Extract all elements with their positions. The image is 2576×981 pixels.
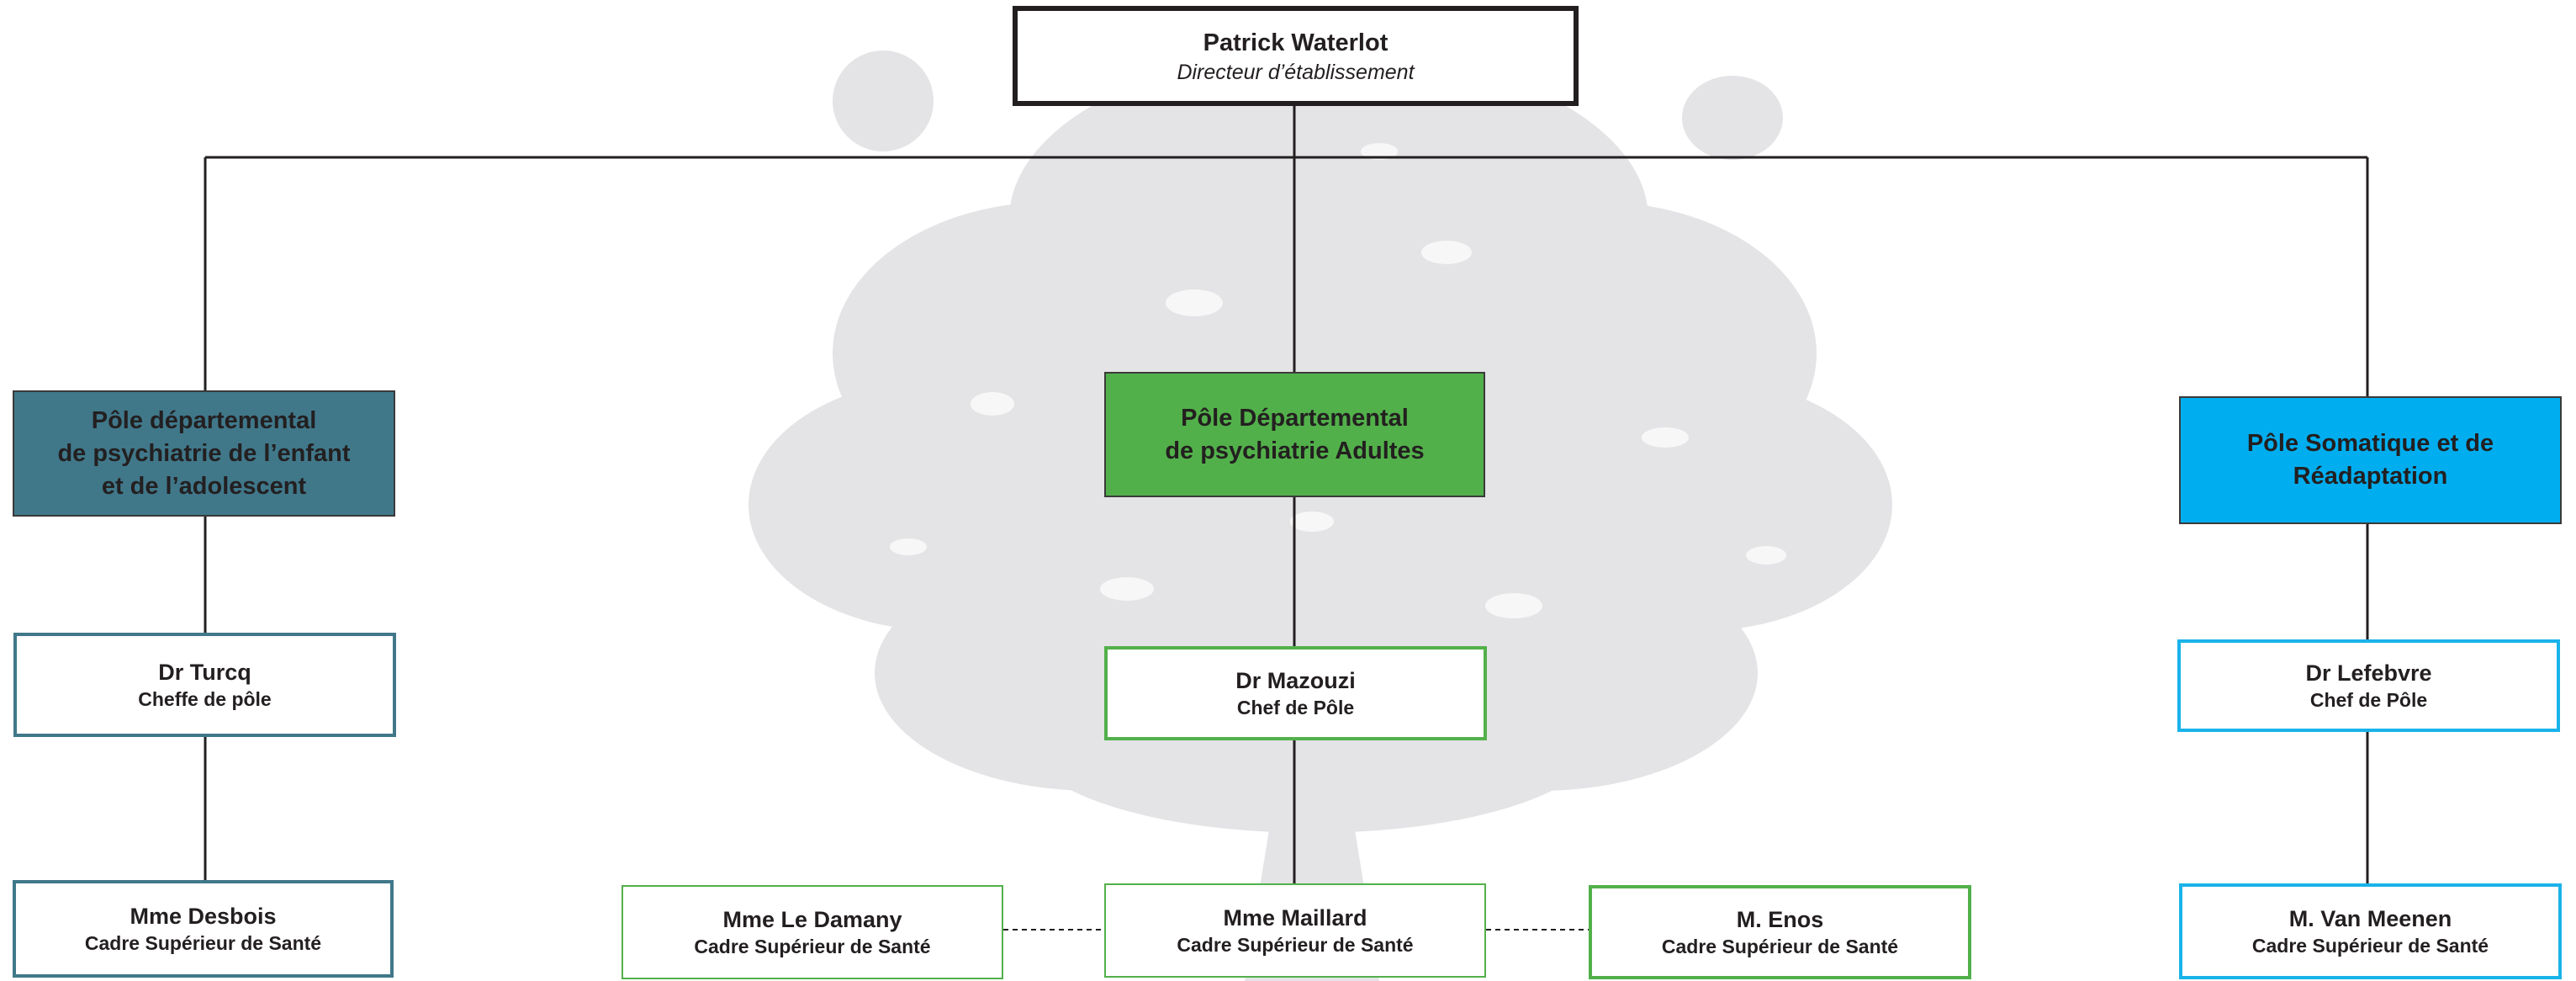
- cadre-adult-2-role: Cadre Supérieur de Santé: [1177, 933, 1414, 956]
- pole-somatic-title-line-1: Pôle Somatique et de: [2246, 430, 2494, 457]
- pole-adult-title-line-1: Pôle Départemental: [1181, 404, 1409, 432]
- cadre-adult-1-name: Mme Le Damany: [722, 906, 902, 932]
- chief-child-box: Dr Turcq Cheffe de pôle: [13, 633, 396, 737]
- chief-somatic-role: Chef de Pôle: [2309, 688, 2428, 711]
- pole-child-psychiatry: Pôle départemental de psychiatrie de l’e…: [13, 390, 395, 517]
- cadre-child-name: Mme Desbois: [130, 903, 277, 929]
- cadre-somatic-box: M. Van Meenen Cadre Supérieur de Santé: [2179, 883, 2562, 979]
- cadre-adult-3-name: M. Enos: [1736, 906, 1824, 932]
- pole-child-title-line-3: et de l’adolescent: [101, 472, 307, 500]
- chief-adult-role: Chef de Pôle: [1236, 696, 1355, 719]
- director-name: Patrick Waterlot: [1203, 29, 1389, 56]
- director-role: Directeur d’établissement: [1177, 60, 1415, 84]
- cadre-child-role: Cadre Supérieur de Santé: [84, 931, 322, 954]
- chief-adult-box: Dr Mazouzi Chef de Pôle: [1104, 646, 1487, 740]
- cadre-child-box: Mme Desbois Cadre Supérieur de Santé: [13, 880, 394, 978]
- pole-adult-psychiatry: Pôle Départemental de psychiatrie Adulte…: [1104, 372, 1485, 497]
- cadre-somatic-role: Cadre Supérieur de Santé: [2251, 934, 2489, 957]
- chief-somatic-name: Dr Lefebvre: [2305, 660, 2432, 686]
- cadre-adult-3-role: Cadre Supérieur de Santé: [1661, 935, 1899, 957]
- cadre-adult-2-box: Mme Maillard Cadre Supérieur de Santé: [1104, 883, 1486, 978]
- cadre-adult-1-role: Cadre Supérieur de Santé: [694, 935, 931, 957]
- cadre-somatic-name: M. Van Meenen: [2288, 905, 2452, 931]
- pole-somatic-title-line-2: Réadaptation: [2293, 463, 2448, 490]
- cadre-adult-3-box: M. Enos Cadre Supérieur de Santé: [1589, 885, 1971, 979]
- chief-adult-name: Dr Mazouzi: [1235, 667, 1356, 693]
- pole-adult-title-line-2: de psychiatrie Adultes: [1165, 437, 1425, 464]
- pole-child-title-line-1: Pôle départemental: [91, 406, 317, 434]
- cadre-adult-2-name: Mme Maillard: [1223, 904, 1367, 931]
- chief-child-name: Dr Turcq: [158, 659, 251, 685]
- cadre-adult-1-box: Mme Le Damany Cadre Supérieur de Santé: [622, 885, 1003, 979]
- pole-child-title-line-2: de psychiatrie de l’enfant: [57, 439, 351, 467]
- chief-somatic-box: Dr Lefebvre Chef de Pôle: [2177, 639, 2560, 732]
- chief-child-role: Cheffe de pôle: [138, 687, 272, 710]
- pole-somatic-rehab: Pôle Somatique et de Réadaptation: [2179, 396, 2562, 524]
- director-box: Patrick Waterlot Directeur d’établisseme…: [1013, 6, 1579, 106]
